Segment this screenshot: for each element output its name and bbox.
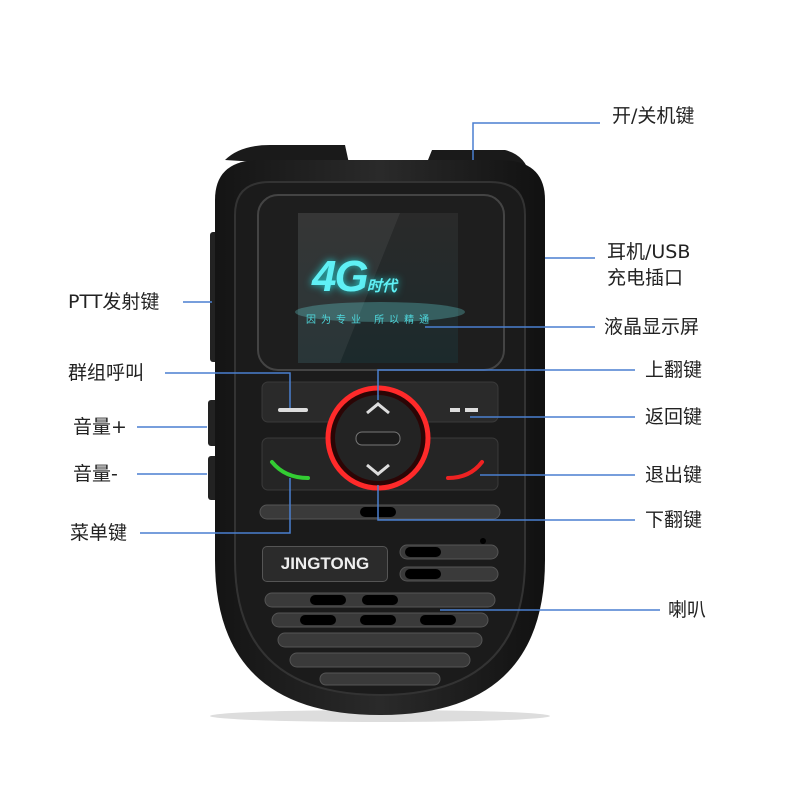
callout-speaker: 喇叭 [668, 599, 707, 621]
callout-power-key: 开/关机键 [612, 105, 695, 127]
callout-page-up: 上翻键 [645, 359, 703, 381]
brand-logo: JINGTONG [262, 546, 388, 582]
callout-volume-down: 音量- [73, 463, 118, 485]
callout-menu: 菜单键 [70, 522, 128, 544]
callout-exit: 退出键 [645, 464, 703, 486]
screen-slogan: 因为专业 所以精通 [306, 315, 435, 326]
screen-logo: 4G时代 [312, 252, 397, 301]
callout-page-down: 下翻键 [645, 509, 703, 531]
callout-ptt-key: PTT发射键 [68, 291, 160, 313]
callout-volume-up: 音量+ [73, 416, 127, 438]
callout-usb-line2: 充电插口 [607, 267, 684, 289]
leader-lines [137, 122, 660, 611]
callout-usb-line1: 耳机/USB [607, 241, 691, 263]
callout-back: 返回键 [645, 406, 703, 428]
callout-lcd: 液晶显示屏 [604, 316, 700, 338]
callout-group-call: 群组呼叫 [68, 362, 145, 384]
